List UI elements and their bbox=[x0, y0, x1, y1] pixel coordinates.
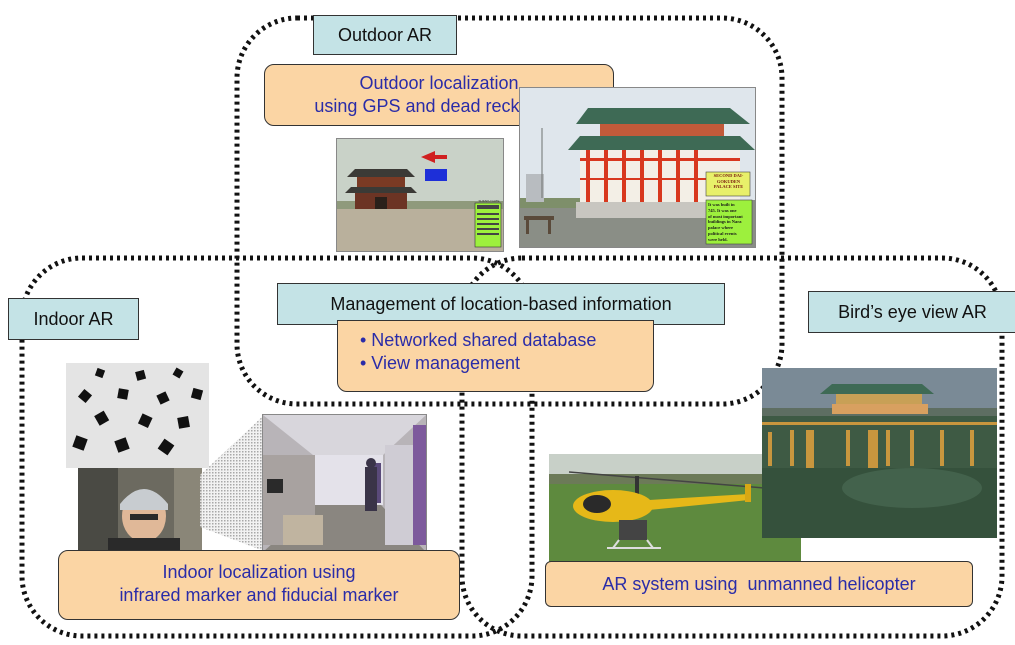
birdseye-ar-label: Bird’s eye view AR bbox=[808, 291, 1015, 333]
palace-info-panel: It was built in 745. It was one of most … bbox=[708, 202, 752, 243]
management-label: Management of location-based information bbox=[277, 283, 725, 325]
projection-wedge bbox=[200, 415, 264, 551]
palace-info-line-7: were held. bbox=[708, 236, 728, 242]
palace-info-line-3: of most important bbox=[708, 213, 743, 219]
aerial-ar-photo bbox=[762, 368, 997, 538]
palace-info-line-6: political events bbox=[708, 230, 737, 236]
palace-info-line-4: buildings in Nara bbox=[708, 219, 742, 225]
palace-sign-line-1: SECOND DAI- bbox=[713, 173, 744, 178]
outdoor-caption-line-1: Outdoor localization bbox=[359, 73, 519, 93]
palace-sign: SECOND DAI- GOKUDEN PALACE SITE bbox=[707, 173, 750, 190]
ceiling-markers-photo bbox=[66, 363, 209, 468]
outdoor-gate-sign-text: SUZAKU GATE bbox=[478, 199, 500, 203]
indoor-ar-label: Indoor AR bbox=[8, 298, 139, 340]
helicopter-photo bbox=[549, 454, 801, 564]
helicopter-caption-text: AR system using unmanned helicopter bbox=[602, 574, 916, 594]
outdoor-ar-label: Outdoor AR bbox=[313, 15, 457, 55]
helmet-user-photo bbox=[78, 468, 202, 550]
birdseye-frame bbox=[459, 255, 1005, 639]
palace-info-line-1: It was built in bbox=[708, 202, 735, 207]
indoor-ar-label-text: Indoor AR bbox=[33, 308, 114, 329]
management-bullets: • Networked shared database • View manag… bbox=[337, 320, 654, 392]
outdoor-frame bbox=[234, 15, 785, 407]
bullet-view-management: • View management bbox=[360, 353, 521, 373]
birdseye-ar-label-text: Bird’s eye view AR bbox=[838, 301, 987, 322]
helicopter-ar-caption: AR system using unmanned helicopter bbox=[545, 561, 973, 607]
outdoor-gate-photo: SUZAKU GATE bbox=[336, 138, 504, 252]
palace-info-line-5: palace where bbox=[708, 225, 734, 231]
indoor-caption-line-2: infrared marker and fiducial marker bbox=[119, 585, 399, 605]
indoor-frame bbox=[19, 255, 535, 639]
outdoor-caption-line-2: using GPS and dead reckoning bbox=[314, 96, 564, 116]
management-label-text: Management of location-based information bbox=[330, 293, 672, 314]
palace-sign-line-3: PALACE SITE bbox=[713, 184, 744, 189]
outdoor-palace-photo: SECOND DAI- GOKUDEN PALACE SITE It was b… bbox=[519, 87, 756, 248]
indoor-localization-caption: Indoor localization using infrared marke… bbox=[58, 550, 460, 620]
palace-sign-line-2: GOKUDEN bbox=[716, 178, 741, 184]
palace-info-line-2: 745. It was one bbox=[708, 207, 737, 213]
bullet-networked-database: • Networked shared database bbox=[360, 330, 597, 350]
indoor-caption-line-1: Indoor localization using bbox=[162, 562, 356, 582]
corridor-photo bbox=[262, 414, 427, 553]
outdoor-ar-label-text: Outdoor AR bbox=[337, 24, 433, 45]
